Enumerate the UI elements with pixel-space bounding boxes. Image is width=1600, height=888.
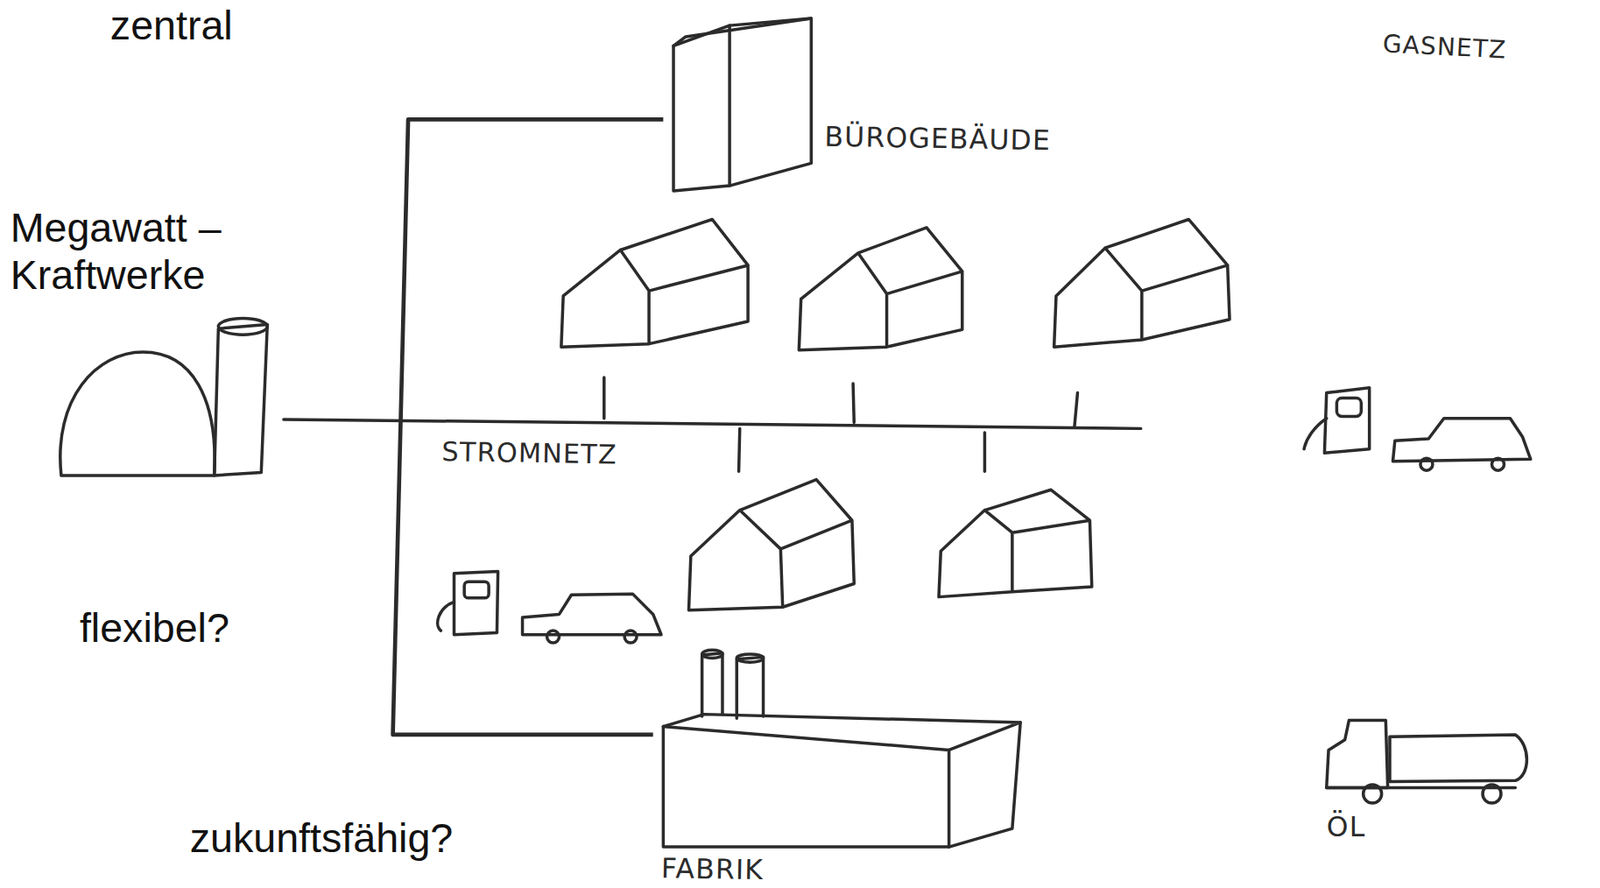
car-wheel [1420,458,1433,471]
house-drop [1074,393,1078,427]
side-note: Megawatt – Kraftwerke [10,204,266,298]
truck-wheel [1482,784,1502,804]
bus-line [393,119,664,735]
house-drop [983,432,987,472]
pump-body [454,571,499,635]
house-outline [938,489,1093,597]
house [798,227,962,351]
pump-hose [1303,418,1327,450]
chimney-top [702,649,723,658]
chimney-top [736,654,763,663]
illustrated-node: FABRIK [653,642,1031,888]
node-label: BÜROGEBÄUDE [824,120,1051,158]
car [1392,418,1530,471]
car [522,593,662,643]
node-label: FABRIK [661,852,765,887]
house-drop [739,428,741,472]
house [561,219,748,348]
fuel-pump [1303,387,1370,454]
house [938,489,1093,597]
car-body [522,593,662,635]
pump-hose [437,601,455,631]
house-outline [798,227,962,351]
node-label: ÖL [1326,810,1367,844]
factory-front [662,726,949,847]
car-body [1392,418,1530,462]
house-outline [561,219,748,348]
pump-body [1324,387,1369,454]
handwritten-label: STROMNETZ [441,435,618,472]
house-drop [852,383,854,423]
car-wheel [547,630,560,643]
pump-display [464,581,489,599]
handwritten-label: GASNETZ [1381,27,1508,67]
factory-chimney [736,656,763,719]
truck-tank [1389,734,1527,783]
factory-chimney [702,653,723,717]
house [1054,219,1230,348]
power-grid [283,377,1142,472]
house-drop [602,377,606,419]
house [688,479,854,611]
chimney [214,324,268,476]
node-drawing [662,10,1184,195]
grid-line [283,419,1142,429]
car-wheel [624,630,637,643]
chimney-top [218,318,268,336]
side-note: zukunftsfähig? [190,814,454,862]
factory-side [949,722,1022,847]
truck-wheel [1363,784,1382,804]
truck-cab [1326,720,1389,789]
house-outline [688,479,854,611]
side-note: flexibel? [79,604,230,652]
power-plant [60,318,268,476]
fuel-pump [437,571,499,635]
illustrated-node: BÜROGEBÄUDE [662,10,1184,195]
house-outline [1054,219,1230,348]
illustrated-node: ÖL [1316,709,1531,853]
side-note: zentral [110,1,233,50]
building-side [729,18,811,186]
car-wheel [1491,458,1504,471]
factory-roof [662,714,1021,751]
building-top [673,18,811,46]
reactor-dome [60,352,215,476]
building-front [673,25,730,191]
node-drawing [653,642,1031,888]
pump-display [1336,397,1361,416]
